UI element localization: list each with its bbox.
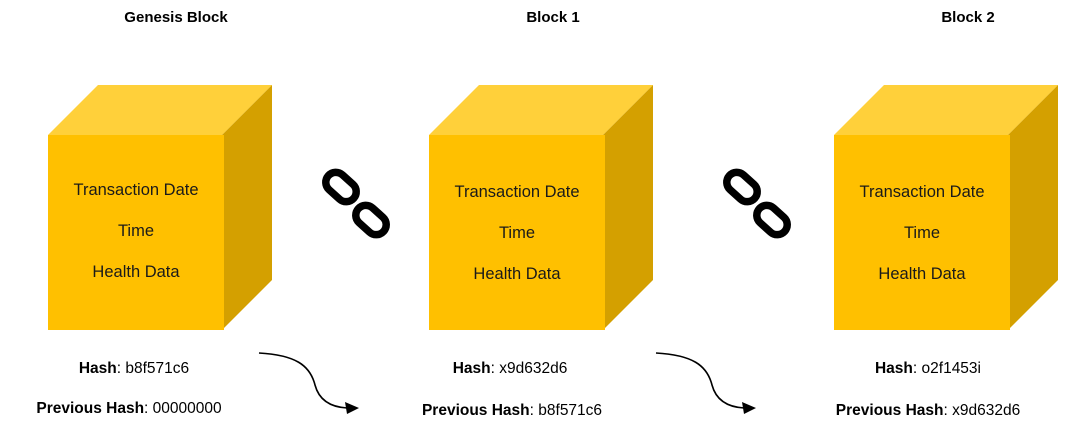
previous-hash-label: Previous Hash [835, 402, 944, 419]
previous-hash-value: 00000000 [152, 400, 222, 417]
block-2-fields: Transaction Date Time Health Data [834, 172, 1010, 295]
cube-side-face [222, 85, 272, 330]
block-2-previous-hash: Previous Hash: x9d632d6 [835, 402, 1021, 419]
genesis-block-cube: Transaction Date Time Health Data [48, 85, 288, 330]
genesis-hash: Hash: b8f571c6 [78, 360, 190, 377]
previous-hash-label: Previous Hash [421, 402, 530, 419]
cube-top-face [429, 85, 653, 135]
genesis-block-fields: Transaction Date Time Health Data [48, 170, 224, 293]
block-2-cube: Transaction Date Time Health Data [834, 85, 1066, 330]
field-time: Time [903, 224, 941, 242]
genesis-block-title: Genesis Block [124, 9, 228, 26]
cube-front-face [48, 135, 224, 330]
previous-hash-value: b8f571c6 [538, 402, 603, 419]
hash-label: Hash [874, 360, 913, 377]
curved-arrow-icon [655, 352, 756, 414]
field-transaction-date: Transaction Date [859, 183, 985, 201]
cube-side-face [603, 85, 653, 330]
previous-hash-label: Previous Hash [36, 400, 145, 417]
block-1-previous-hash: Previous Hash: b8f571c6 [421, 402, 603, 419]
field-transaction-date: Transaction Date [454, 183, 580, 201]
chain-link-icon [723, 168, 791, 239]
block-1-hash: Hash: x9d632d6 [452, 360, 568, 377]
curved-arrow-icon [258, 352, 359, 414]
field-health-data: Health Data [473, 265, 561, 283]
block-2-title: Block 2 [941, 9, 995, 26]
field-health-data: Health Data [878, 265, 966, 283]
hash-label: Hash [78, 360, 117, 377]
cube-front-face [834, 135, 1010, 330]
block-1-title: Block 1 [526, 9, 580, 26]
hash-value: o2f1453i [921, 360, 982, 377]
block-2-hash: Hash: o2f1453i [874, 360, 982, 377]
field-health-data: Health Data [92, 263, 180, 281]
cube-side-face [1008, 85, 1058, 330]
hash-value: b8f571c6 [125, 360, 190, 377]
cube-top-face [834, 85, 1058, 135]
genesis-previous-hash: Previous Hash: 00000000 [36, 400, 222, 417]
block-1-fields: Transaction Date Time Health Data [429, 172, 605, 295]
field-time: Time [117, 222, 155, 240]
previous-hash-value: x9d632d6 [952, 402, 1021, 419]
cube-front-face [429, 135, 605, 330]
block-1-cube: Transaction Date Time Health Data [429, 85, 669, 330]
hash-label: Hash [452, 360, 491, 377]
field-time: Time [498, 224, 536, 242]
cube-top-face [48, 85, 272, 135]
hash-value: x9d632d6 [499, 360, 568, 377]
chain-link-icon [322, 168, 390, 239]
field-transaction-date: Transaction Date [73, 181, 199, 199]
